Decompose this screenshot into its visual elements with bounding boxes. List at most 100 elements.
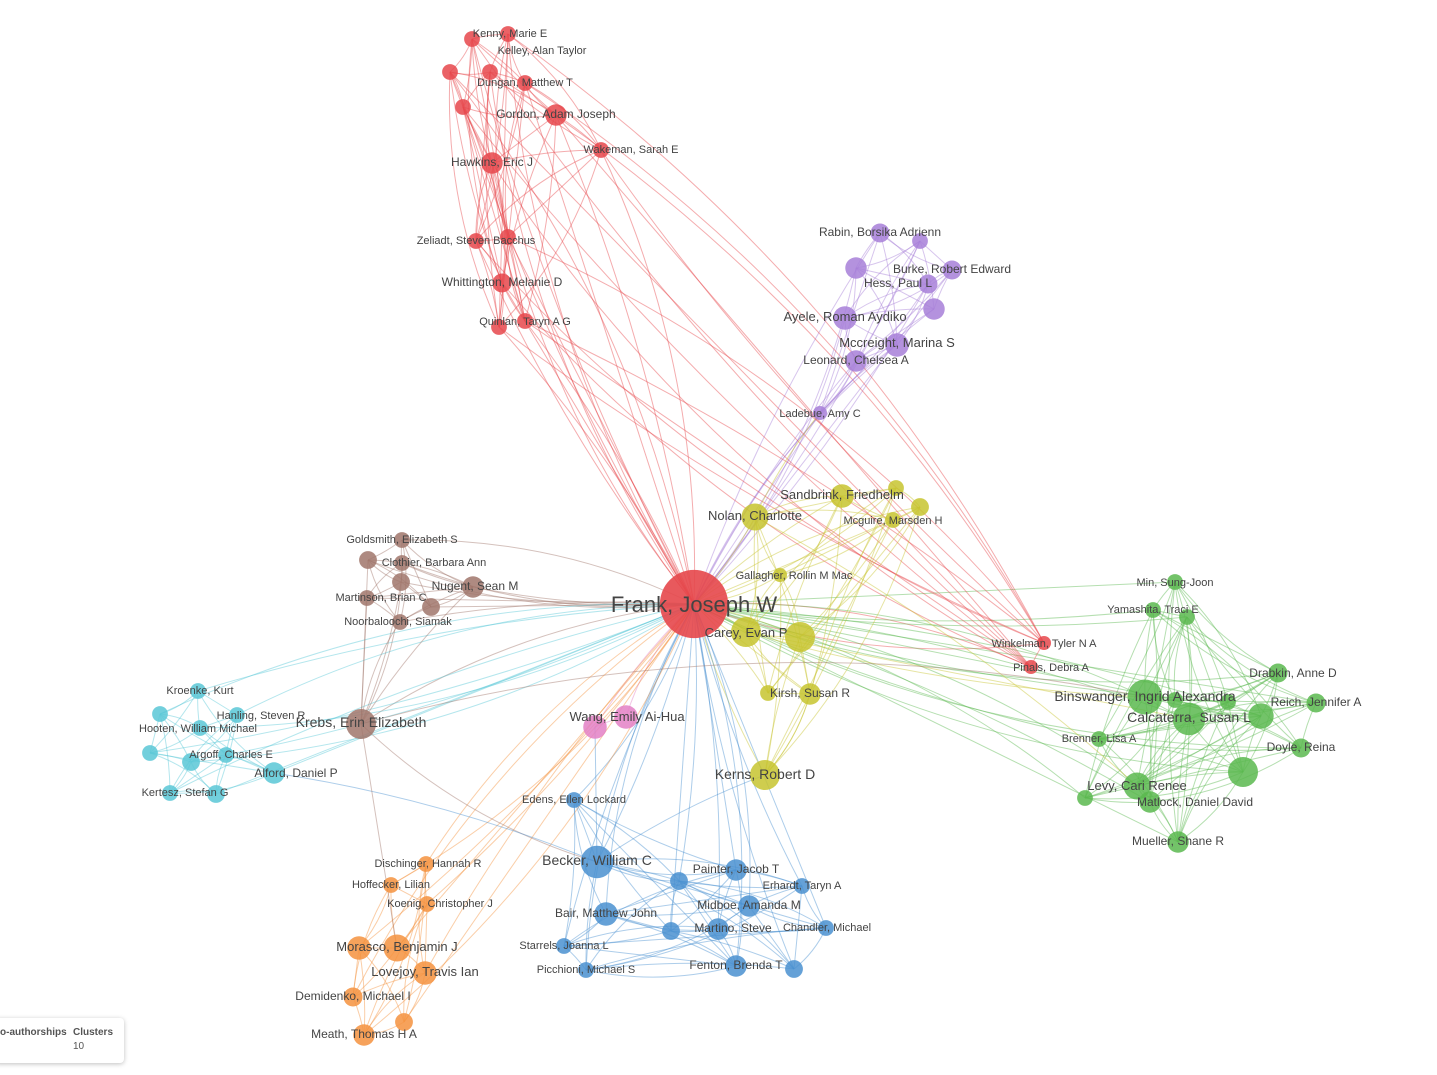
- author-node-reich[interactable]: [1306, 693, 1326, 713]
- author-node-brenner[interactable]: [1091, 731, 1107, 747]
- author-node-t_a[interactable]: [152, 706, 168, 722]
- author-node-g_d[interactable]: [1248, 703, 1274, 729]
- author-node-calcaterra[interactable]: [1172, 702, 1206, 736]
- author-node-dischinger[interactable]: [418, 856, 434, 872]
- author-node-y_b[interactable]: [911, 498, 929, 516]
- author-node-y_a[interactable]: [888, 480, 904, 496]
- author-node-o_a[interactable]: [347, 936, 371, 960]
- author-node-lovejoy[interactable]: [413, 961, 437, 985]
- author-node-b_c[interactable]: [422, 598, 440, 616]
- author-node-goldsmith[interactable]: [394, 532, 410, 548]
- author-node-hoffecker[interactable]: [383, 877, 399, 893]
- author-node-g_b[interactable]: [1228, 757, 1258, 787]
- author-node-b_b[interactable]: [392, 573, 410, 591]
- author-node-quinlan[interactable]: [491, 319, 507, 335]
- author-node-t_d[interactable]: [207, 785, 225, 803]
- author-node-r_a[interactable]: [442, 64, 458, 80]
- author-node-meath[interactable]: [353, 1024, 375, 1046]
- author-node-gordon[interactable]: [545, 104, 567, 126]
- author-node-u_a[interactable]: [670, 872, 688, 890]
- author-node-r_e[interactable]: [517, 313, 533, 329]
- author-node-nugent[interactable]: [462, 576, 484, 598]
- author-node-edens[interactable]: [566, 792, 582, 808]
- author-node-mueller[interactable]: [1167, 831, 1189, 853]
- author-node-pinals[interactable]: [1023, 659, 1039, 675]
- author-node-leonard[interactable]: [845, 350, 867, 372]
- author-node-becker[interactable]: [580, 845, 614, 879]
- author-node-martinson[interactable]: [359, 590, 375, 606]
- author-node-morasco[interactable]: [383, 934, 411, 962]
- author-node-ayele[interactable]: [833, 306, 857, 330]
- author-node-kroenke[interactable]: [190, 683, 206, 699]
- author-node-fenton[interactable]: [725, 955, 747, 977]
- author-node-levy[interactable]: [1123, 772, 1151, 800]
- author-node-hess[interactable]: [918, 274, 938, 294]
- author-node-koenig[interactable]: [419, 896, 435, 912]
- author-node-hanling[interactable]: [229, 707, 245, 723]
- author-node-kirsh[interactable]: [799, 683, 821, 705]
- author-node-argoff[interactable]: [218, 747, 234, 763]
- author-node-mcguire[interactable]: [885, 512, 901, 528]
- author-node-hooten[interactable]: [192, 720, 208, 736]
- author-node-gallagher[interactable]: [772, 567, 788, 583]
- author-node-starrels[interactable]: [556, 938, 572, 954]
- author-node-r_d[interactable]: [500, 229, 516, 245]
- author-node-o_b[interactable]: [395, 1013, 413, 1031]
- author-node-kertesz[interactable]: [162, 785, 178, 801]
- author-node-frank[interactable]: [659, 569, 729, 639]
- author-node-yamashita[interactable]: [1145, 602, 1161, 618]
- author-node-matlock[interactable]: [1139, 791, 1161, 813]
- author-node-kelley[interactable]: [464, 31, 480, 47]
- author-node-u_b[interactable]: [662, 922, 680, 940]
- author-node-demidenko[interactable]: [343, 987, 363, 1007]
- author-node-y_c[interactable]: [760, 685, 776, 701]
- author-node-g_f[interactable]: [1220, 694, 1236, 710]
- author-node-wang[interactable]: [583, 715, 607, 739]
- author-node-doyle[interactable]: [1291, 738, 1311, 758]
- author-node-noorbaloochi[interactable]: [392, 614, 408, 630]
- author-node-y_big[interactable]: [785, 622, 815, 652]
- author-node-chandler[interactable]: [818, 920, 834, 936]
- author-node-r_b[interactable]: [482, 64, 498, 80]
- author-node-p_a[interactable]: [912, 233, 928, 249]
- author-node-rabin[interactable]: [870, 223, 890, 243]
- author-node-martino[interactable]: [707, 918, 729, 940]
- author-node-zeliadt[interactable]: [468, 233, 484, 249]
- author-node-erhardt[interactable]: [794, 878, 810, 894]
- author-node-hawkins[interactable]: [481, 152, 503, 174]
- author-node-alford[interactable]: [263, 762, 285, 784]
- author-node-t_c[interactable]: [142, 745, 158, 761]
- author-node-ladebue[interactable]: [812, 405, 828, 421]
- author-node-mccreight[interactable]: [885, 333, 909, 357]
- author-node-burke[interactable]: [942, 260, 962, 280]
- author-node-p_c[interactable]: [923, 298, 945, 320]
- author-node-nolan[interactable]: [741, 503, 769, 531]
- author-node-clothier[interactable]: [394, 555, 410, 571]
- author-node-u_c[interactable]: [785, 960, 803, 978]
- author-node-g_e[interactable]: [1167, 692, 1183, 708]
- author-node-krebs[interactable]: [346, 709, 376, 739]
- author-node-g_a[interactable]: [1179, 609, 1195, 625]
- author-node-p_b[interactable]: [845, 257, 867, 279]
- author-node-min[interactable]: [1167, 574, 1183, 590]
- author-node-kenny[interactable]: [500, 26, 516, 42]
- author-node-binswanger[interactable]: [1127, 679, 1163, 715]
- author-node-painter[interactable]: [725, 859, 747, 881]
- author-node-wakeman[interactable]: [593, 142, 609, 158]
- author-node-t_b[interactable]: [182, 753, 200, 771]
- author-node-m_a[interactable]: [614, 705, 638, 729]
- author-node-carey[interactable]: [731, 617, 761, 647]
- author-node-b_a[interactable]: [359, 551, 377, 569]
- author-node-bair[interactable]: [594, 902, 618, 926]
- author-node-drabkin[interactable]: [1268, 663, 1288, 683]
- author-node-winkelman[interactable]: [1036, 635, 1052, 651]
- author-node-midboe[interactable]: [738, 895, 760, 917]
- author-node-g_c[interactable]: [1077, 790, 1093, 806]
- author-node-picchioni[interactable]: [578, 962, 594, 978]
- author-node-whittington[interactable]: [492, 273, 512, 293]
- author-node-r_c[interactable]: [455, 99, 471, 115]
- author-node-kerns[interactable]: [750, 760, 780, 790]
- author-node-dungan[interactable]: [517, 75, 533, 91]
- author-node-sandbrink[interactable]: [830, 484, 854, 508]
